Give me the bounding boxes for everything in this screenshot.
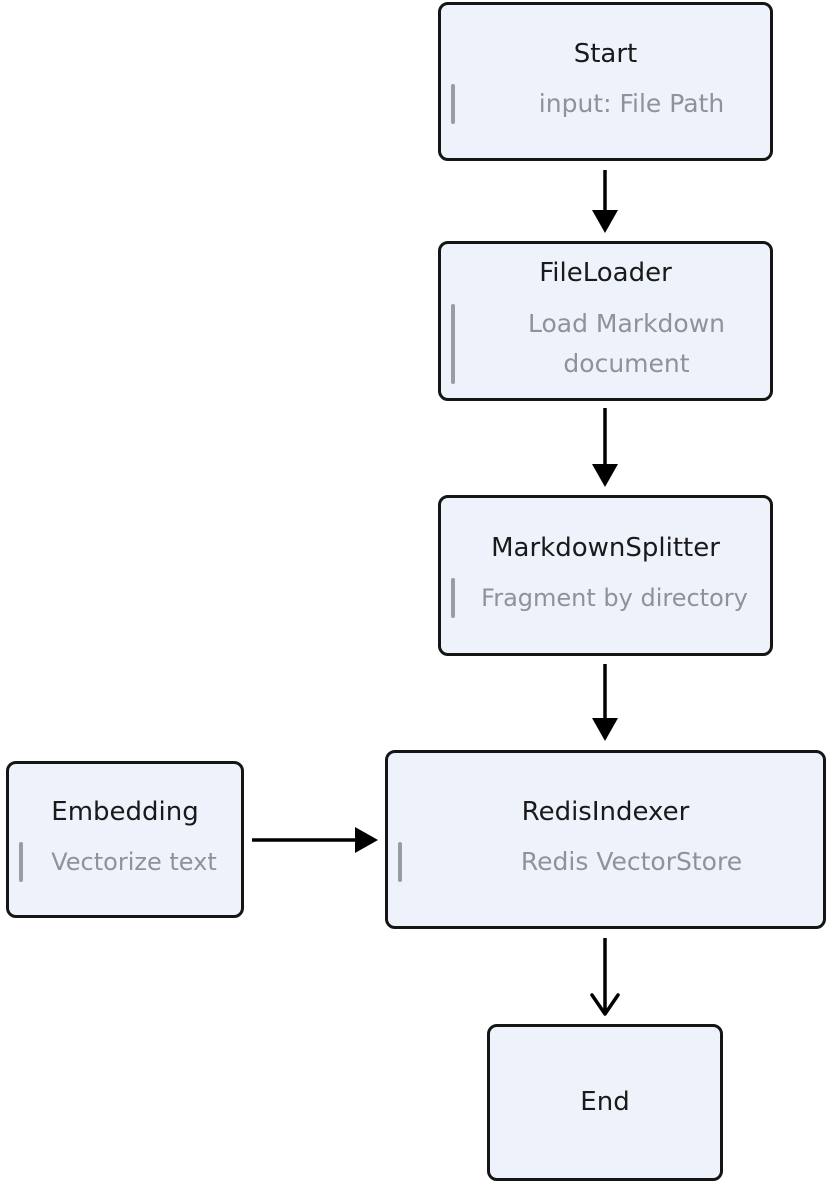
edge-indexer-to-end-arrowhead [590, 993, 620, 1016]
edge-embedding-to-indexer-arrowhead [355, 827, 378, 853]
description-bar-icon [19, 842, 23, 883]
node-fileloader-title: FileLoader [539, 258, 672, 289]
node-embedding-description: Vectorize text [9, 842, 241, 883]
description-bar-icon [451, 578, 455, 619]
node-embedding-title: Embedding [51, 796, 199, 827]
node-markdownsplitter-desc-text: Fragment by directory [481, 584, 748, 613]
node-fileloader-description: Load Markdown document [441, 303, 770, 384]
node-redisindexer-desc-text: Redis VectorStore [520, 847, 743, 877]
node-start[interactable]: Start input: File Path [438, 2, 773, 161]
edge-indexer-to-end [590, 938, 620, 1016]
node-start-title: Start [573, 38, 638, 69]
node-start-description: input: File Path [441, 84, 770, 125]
edge-splitter-to-indexer [592, 664, 618, 741]
node-start-desc-text: input: File Path [538, 89, 725, 119]
edge-splitter-to-indexer-arrowhead [592, 718, 618, 741]
edge-embedding-to-indexer [252, 827, 378, 853]
node-markdownsplitter[interactable]: MarkdownSplitter Fragment by directory [438, 495, 773, 656]
node-embedding-desc-text: Vectorize text [51, 848, 217, 877]
description-bar-icon [451, 84, 455, 125]
description-bar-icon [398, 842, 402, 883]
node-end[interactable]: End [487, 1024, 723, 1181]
node-markdownsplitter-description: Fragment by directory [441, 578, 770, 619]
node-redisindexer[interactable]: RedisIndexer Redis VectorStore [385, 750, 826, 929]
edge-fileloader-to-splitter [592, 408, 618, 487]
node-end-title: End [580, 1086, 630, 1117]
node-markdownsplitter-title: MarkdownSplitter [491, 532, 720, 563]
edge-start-to-fileloader [592, 170, 618, 233]
edge-start-to-fileloader-arrowhead [592, 210, 618, 233]
node-redisindexer-description: Redis VectorStore [388, 842, 823, 883]
node-redisindexer-title: RedisIndexer [521, 796, 690, 827]
node-embedding[interactable]: Embedding Vectorize text [6, 761, 244, 918]
edge-fileloader-to-splitter-arrowhead [592, 464, 618, 487]
description-bar-icon [451, 303, 455, 384]
node-fileloader-desc-line2: document [563, 348, 690, 378]
node-fileloader[interactable]: FileLoader Load Markdown document [438, 241, 773, 401]
node-fileloader-desc-line1: Load Markdown [527, 308, 726, 338]
